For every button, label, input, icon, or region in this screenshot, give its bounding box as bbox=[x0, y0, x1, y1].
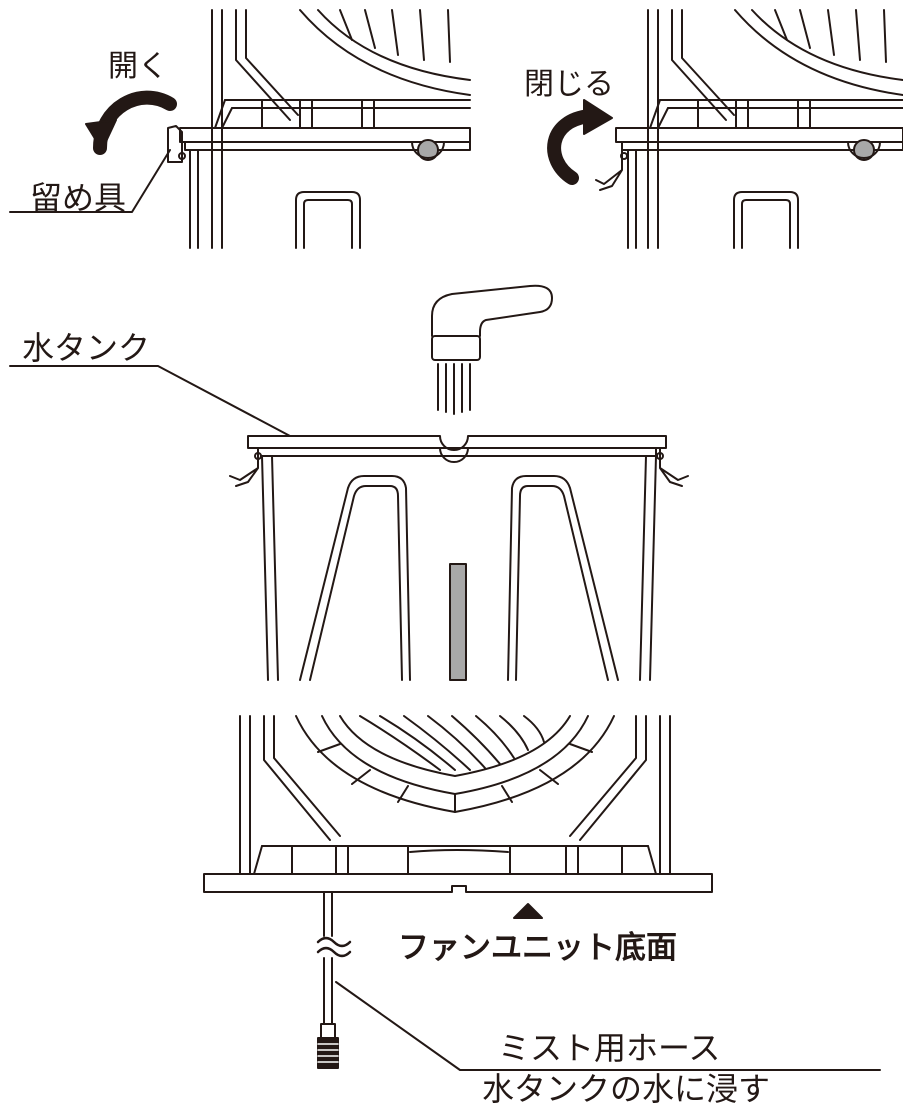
mist-hose-upper bbox=[323, 891, 333, 937]
hose-break-mark-top bbox=[316, 936, 352, 948]
fan-unit-right-frame bbox=[569, 715, 647, 841]
fan-blades-2 bbox=[774, 9, 887, 63]
tank-left-window-inner bbox=[309, 485, 403, 681]
panel-open-clasp bbox=[9, 9, 471, 249]
fan-unit-shelf-edges bbox=[253, 845, 657, 875]
shelf-ribs-2 bbox=[697, 99, 811, 129]
shelf-ribs bbox=[261, 99, 375, 129]
hose-leader-line bbox=[335, 981, 881, 1071]
fan-body-inner-frame bbox=[235, 9, 299, 121]
tank-right-window-outer bbox=[507, 475, 619, 681]
fan-ring-inner bbox=[317, 9, 471, 81]
open-arrow-head bbox=[85, 119, 117, 151]
panel-fill-tank bbox=[9, 284, 689, 681]
tank-window-inner-2 bbox=[741, 199, 791, 249]
fan-unit-blades bbox=[359, 715, 545, 771]
tank-left-side bbox=[261, 455, 279, 681]
hose-filter-ribs bbox=[317, 1043, 339, 1063]
tank-right-side bbox=[639, 455, 657, 681]
fan-unit-right-wall bbox=[659, 715, 671, 875]
tank-left-wall-2 bbox=[627, 149, 637, 249]
panel-close-clasp bbox=[547, 9, 903, 249]
fan-unit-ring-core bbox=[339, 715, 571, 777]
faucet-body bbox=[431, 284, 553, 337]
pointer-triangle bbox=[513, 903, 543, 919]
tank-rim-lower bbox=[184, 141, 471, 151]
tank-window-outline bbox=[295, 191, 361, 249]
close-arrow-shaft bbox=[547, 109, 597, 185]
tank-leader-line bbox=[9, 365, 291, 437]
fan-unit-shelf-ribs bbox=[291, 845, 623, 875]
tank-rim-lower-2 bbox=[621, 141, 903, 151]
label-open: 開く bbox=[108, 49, 168, 84]
label-soak-instruction: 水タンクの水に浸す bbox=[482, 1070, 771, 1108]
knob-housing-2 bbox=[847, 141, 881, 159]
fan-unit-left-wall bbox=[239, 715, 251, 875]
hose-filter bbox=[317, 1037, 339, 1069]
panel-fan-unit bbox=[203, 715, 881, 1071]
fan-unit-shelf-curve bbox=[409, 849, 509, 853]
water-level-gauge bbox=[449, 563, 467, 681]
clasp-pin bbox=[178, 152, 186, 160]
shelf-edge bbox=[214, 99, 233, 129]
knob-housing bbox=[411, 141, 445, 159]
tank-clasp-right bbox=[659, 447, 689, 487]
water-stream bbox=[437, 363, 471, 415]
label-fan-unit-bottom: ファンユニット底面 bbox=[398, 930, 677, 966]
tank-window-inner bbox=[303, 199, 353, 249]
fan-blades bbox=[339, 9, 451, 63]
close-arrow-head bbox=[583, 99, 613, 135]
tank-rim-under bbox=[261, 447, 657, 457]
shelf-top bbox=[224, 99, 471, 109]
tank-clasp-left bbox=[229, 447, 259, 487]
water-gauge-knob bbox=[417, 139, 439, 161]
fan-ring-outer bbox=[299, 9, 471, 96]
fan-body-inner-frame-2 bbox=[671, 9, 735, 121]
clasp-open bbox=[167, 125, 183, 163]
clasp-closed-hook bbox=[595, 149, 623, 191]
shelf-edge-2 bbox=[649, 99, 669, 129]
fan-unit-left-frame bbox=[263, 715, 341, 841]
hose-break-mark-bottom bbox=[316, 946, 352, 958]
hose-connector bbox=[320, 1023, 336, 1039]
label-mist-hose: ミスト用ホース bbox=[498, 1029, 721, 1067]
fan-unit-base-plate bbox=[203, 873, 713, 893]
faucet-nozzle bbox=[431, 335, 481, 361]
tank-right-window-inner bbox=[515, 485, 609, 681]
fan-ring-outer-2 bbox=[734, 9, 903, 96]
fan-unit-ring-segments bbox=[317, 743, 593, 813]
clasp-leader-line bbox=[9, 149, 171, 213]
label-close: 閉じる bbox=[524, 67, 614, 102]
tank-left-wall bbox=[189, 149, 199, 249]
water-gauge-knob-2 bbox=[853, 139, 875, 161]
label-clasp: 留め具 bbox=[30, 179, 127, 217]
clasp-pin-2 bbox=[620, 152, 628, 160]
mist-hose-lower bbox=[323, 957, 333, 1025]
fan-ring-inner-2 bbox=[751, 9, 903, 81]
tank-left-window-outer bbox=[299, 475, 411, 681]
shelf-top-2 bbox=[659, 99, 903, 109]
label-water-tank: 水タンク bbox=[22, 329, 151, 367]
tank-window-outline-2 bbox=[733, 191, 799, 249]
